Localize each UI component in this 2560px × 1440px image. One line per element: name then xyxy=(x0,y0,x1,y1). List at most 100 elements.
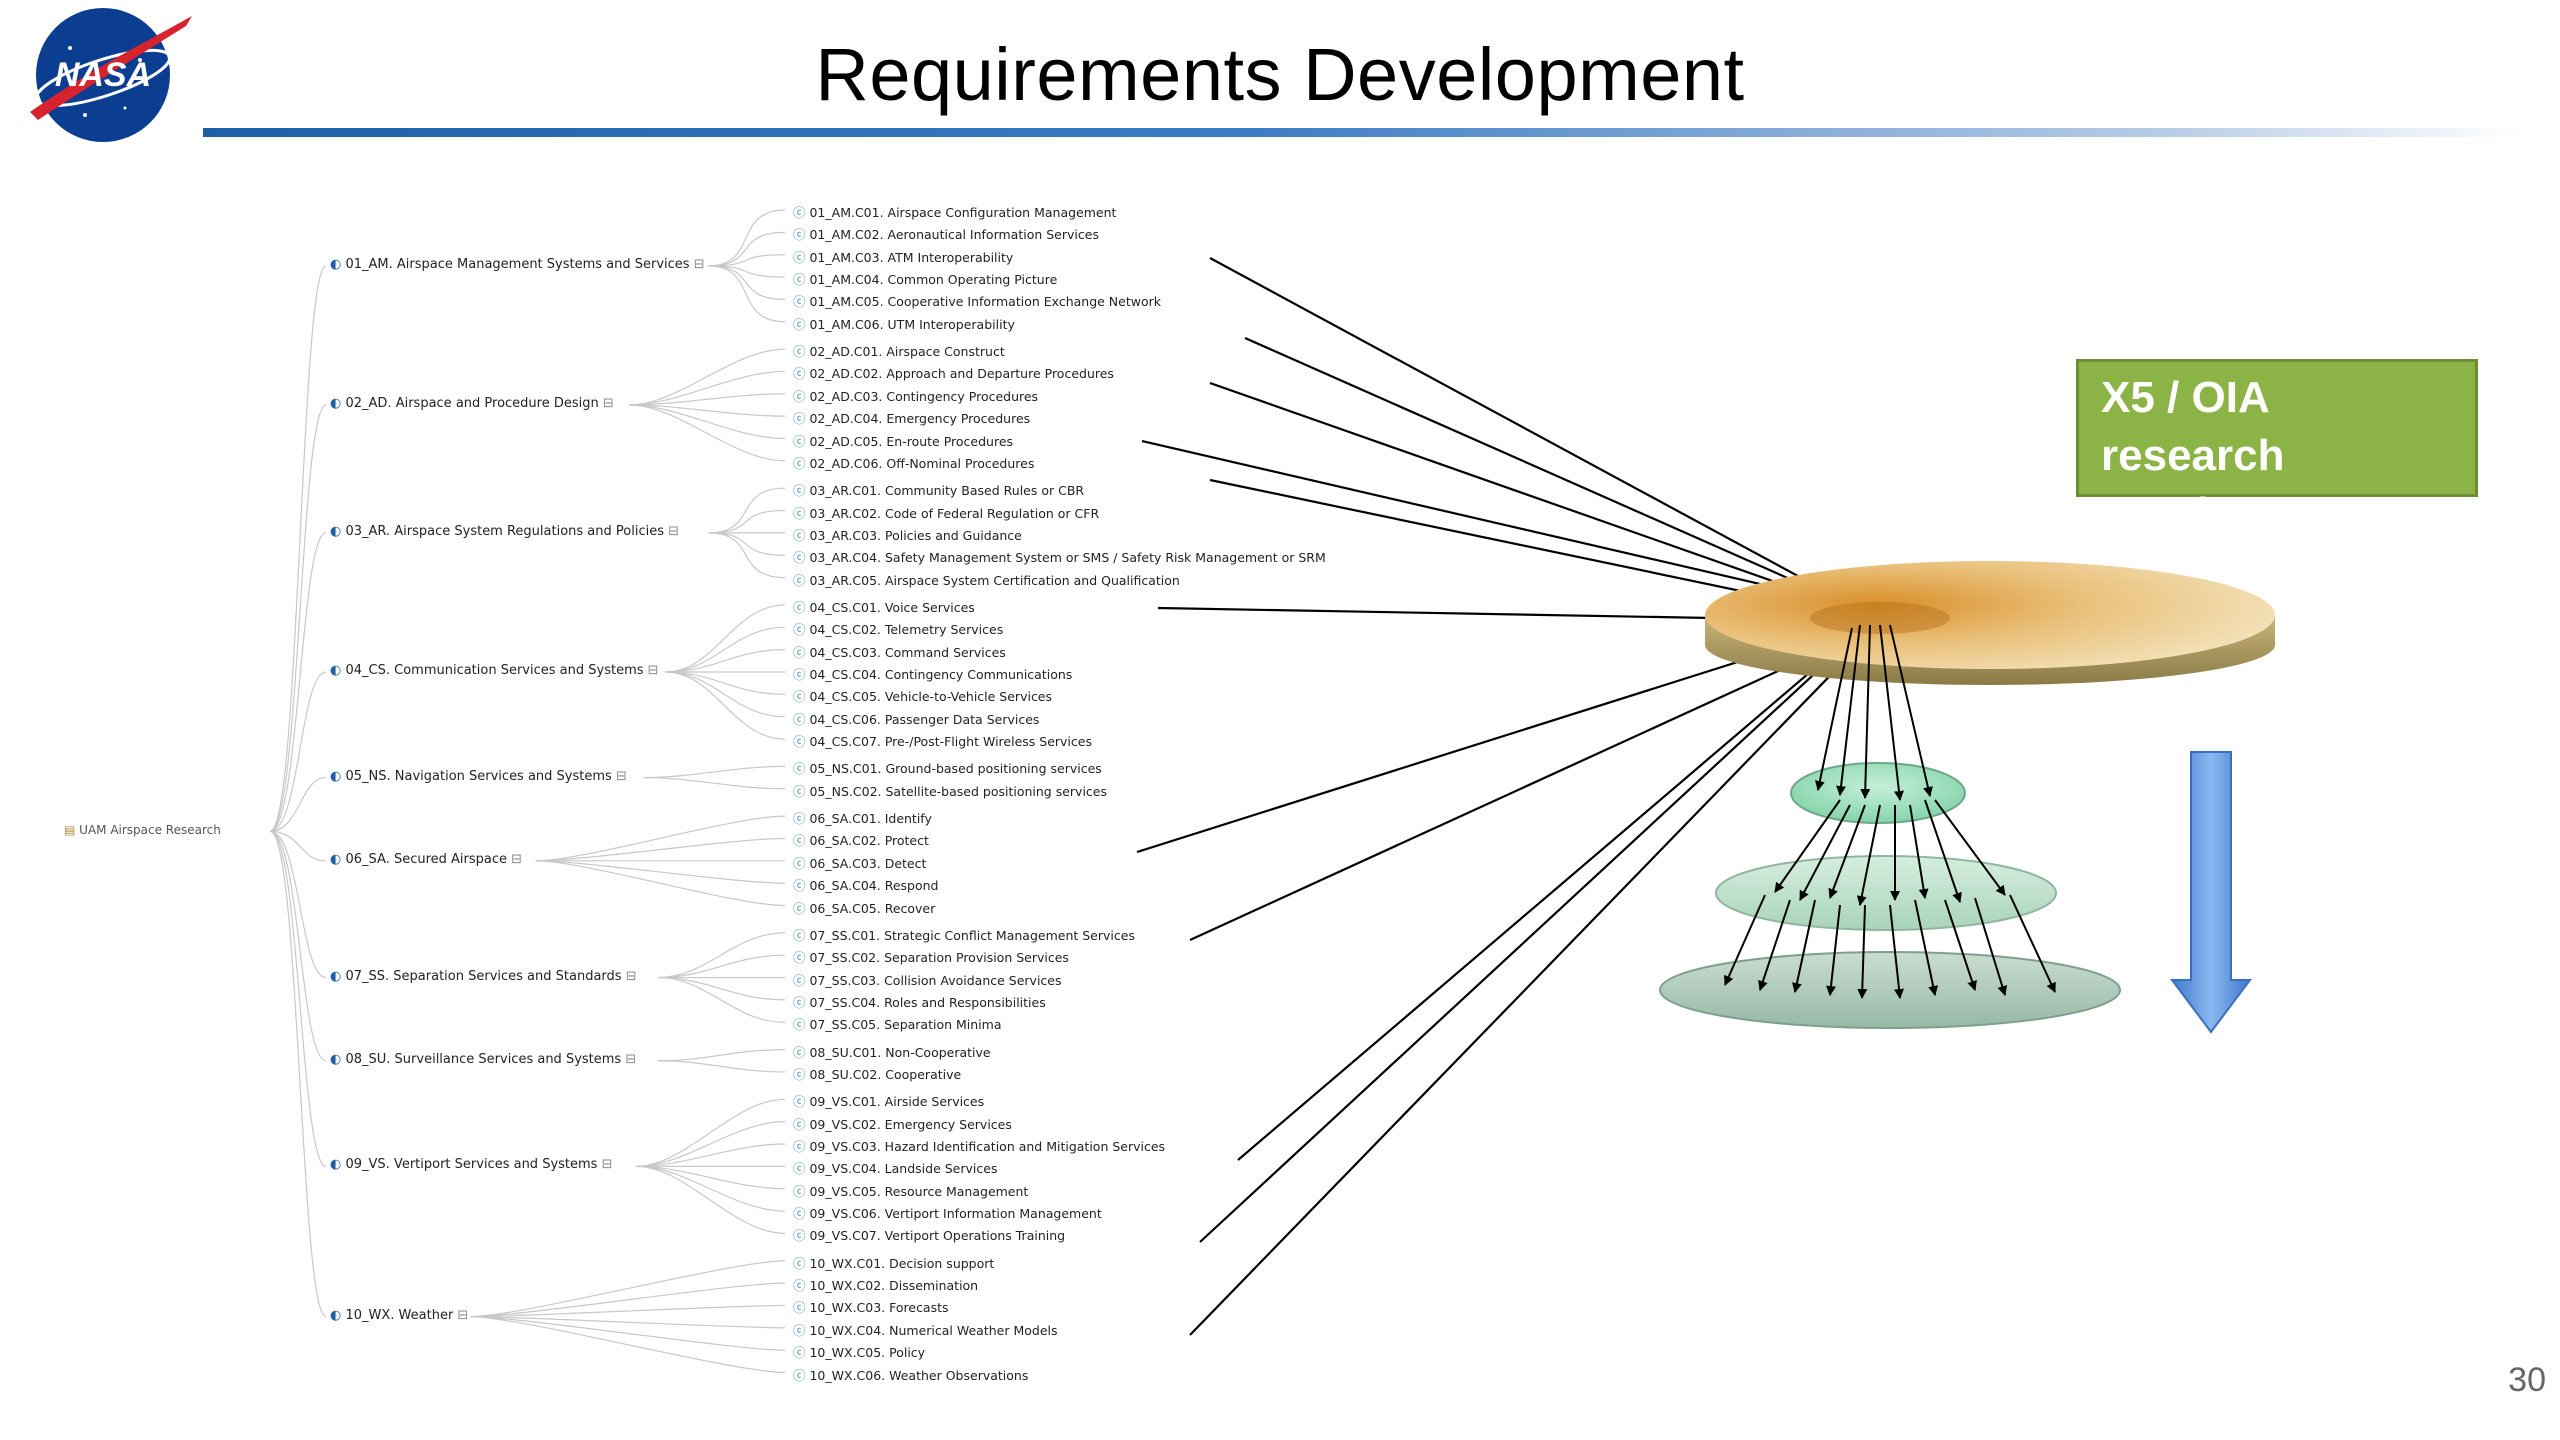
collapse-icon[interactable]: ⊟ xyxy=(643,663,659,678)
category-node[interactable]: ◐ 07_SS. Separation Services and Standar… xyxy=(330,969,637,984)
leaf-node[interactable]: ⓒ 03_AR.C05. Airspace System Certificati… xyxy=(793,570,1180,589)
leaf-node[interactable]: ⓒ 02_AD.C06. Off-Nominal Procedures xyxy=(793,453,1034,472)
leaf-node[interactable]: ⓒ 01_AM.C03. ATM Interoperability xyxy=(793,247,1013,266)
slide-title: Requirements Development xyxy=(815,33,1745,116)
category-node[interactable]: ◐ 09_VS. Vertiport Services and Systems … xyxy=(330,1157,612,1172)
leaf-node[interactable]: ⓒ 09_VS.C01. Airside Services xyxy=(793,1091,984,1110)
collapse-icon[interactable]: ⊟ xyxy=(453,1307,469,1323)
leaf-node[interactable]: ⓒ 10_WX.C02. Dissemination xyxy=(793,1275,978,1294)
leaf-node[interactable]: ⓒ 10_WX.C01. Decision support xyxy=(793,1253,994,1272)
leaf-node[interactable]: ⓒ 09_VS.C07. Vertiport Operations Traini… xyxy=(793,1225,1065,1244)
leaf-node[interactable]: ⓒ 07_SS.C03. Collision Avoidance Service… xyxy=(793,970,1062,989)
leaf-node-icon: ⓒ xyxy=(793,994,810,1010)
category-node[interactable]: ◐ 02_AD. Airspace and Procedure Design ⊟ xyxy=(330,396,614,411)
mindmap-node-icon: ◐ xyxy=(330,395,346,411)
leaf-node[interactable]: ⓒ 03_AR.C03. Policies and Guidance xyxy=(793,525,1022,544)
leaf-node[interactable]: ⓒ 04_CS.C02. Telemetry Services xyxy=(793,619,1003,638)
leaf-node[interactable]: ⓒ 06_SA.C01. Identify xyxy=(793,808,932,827)
leaf-node[interactable]: ⓒ 01_AM.C05. Cooperative Information Exc… xyxy=(793,291,1161,310)
leaf-node[interactable]: ⓒ 10_WX.C03. Forecasts xyxy=(793,1297,949,1316)
collapse-icon[interactable]: ⊟ xyxy=(598,395,614,411)
leaf-node[interactable]: ⓒ 09_VS.C03. Hazard Identification and M… xyxy=(793,1136,1165,1155)
leaf-node-icon: ⓒ xyxy=(793,455,810,471)
leaf-node[interactable]: ⓒ 01_AM.C01. Airspace Configuration Mana… xyxy=(793,202,1116,221)
leaf-node[interactable]: ⓒ 06_SA.C03. Detect xyxy=(793,853,926,872)
leaf-node-label: 10_WX.C03. Forecasts xyxy=(809,1300,949,1316)
category-node[interactable]: ◐ 08_SU. Surveillance Services and Syste… xyxy=(330,1052,636,1067)
category-node[interactable]: ◐ 06_SA. Secured Airspace ⊟ xyxy=(330,852,522,867)
category-node-label: 04_CS. Communication Services and System… xyxy=(345,663,644,678)
leaf-node[interactable]: ⓒ 02_AD.C02. Approach and Departure Proc… xyxy=(793,363,1114,382)
leaf-node[interactable]: ⓒ 04_CS.C04. Contingency Communications xyxy=(793,664,1072,683)
category-node-label: 02_AD. Airspace and Procedure Design xyxy=(345,395,599,411)
leaf-node[interactable]: ⓒ 08_SU.C02. Cooperative xyxy=(793,1064,961,1083)
leaf-node-icon: ⓒ xyxy=(793,527,810,543)
leaf-node-label: 07_SS.C05. Separation Minima xyxy=(809,1017,1002,1033)
leaf-node[interactable]: ⓒ 07_SS.C04. Roles and Responsibilities xyxy=(793,992,1046,1011)
leaf-node[interactable]: ⓒ 06_SA.C05. Recover xyxy=(793,898,935,917)
leaf-node[interactable]: ⓒ 05_NS.C02. Satellite-based positioning… xyxy=(793,781,1107,800)
leaf-node[interactable]: ⓒ 02_AD.C04. Emergency Procedures xyxy=(793,408,1030,427)
collapse-icon[interactable]: ⊟ xyxy=(621,1051,637,1067)
leaf-node-icon: ⓒ xyxy=(793,1228,810,1244)
leaf-node[interactable]: ⓒ 03_AR.C04. Safety Management System or… xyxy=(793,547,1326,566)
collapse-icon[interactable]: ⊟ xyxy=(507,851,523,867)
leaf-node[interactable]: ⓒ 02_AD.C05. En-route Procedures xyxy=(793,431,1013,450)
leaf-node[interactable]: ⓒ 01_AM.C06. UTM Interoperability xyxy=(793,314,1015,333)
leaf-node[interactable]: ⓒ 02_AD.C03. Contingency Procedures xyxy=(793,386,1038,405)
leaf-node[interactable]: ⓒ 03_AR.C01. Community Based Rules or CB… xyxy=(793,480,1084,499)
category-node[interactable]: ◐ 04_CS. Communication Services and Syst… xyxy=(330,663,659,678)
leaf-node[interactable]: ⓒ 04_CS.C05. Vehicle-to-Vehicle Services xyxy=(793,686,1052,705)
leaf-node-label: 02_AD.C03. Contingency Procedures xyxy=(809,388,1039,404)
leaf-node-label: 06_SA.C04. Respond xyxy=(809,878,939,894)
category-node[interactable]: ◐ 01_AM. Airspace Management Systems and… xyxy=(330,257,705,272)
leaf-node[interactable]: ⓒ 09_VS.C04. Landside Services xyxy=(793,1158,997,1177)
collapse-icon[interactable]: ⊟ xyxy=(663,523,680,539)
category-node[interactable]: ◐ 05_NS. Navigation Services and Systems… xyxy=(330,769,627,784)
leaf-node[interactable]: ⓒ 10_WX.C05. Policy xyxy=(793,1342,925,1361)
category-node[interactable]: ◐ 03_AR. Airspace System Regulations and… xyxy=(330,524,679,539)
mindmap-node-icon: ◐ xyxy=(330,1307,346,1323)
collapse-icon[interactable]: ⊟ xyxy=(597,1157,613,1173)
leaf-node-icon: ⓒ xyxy=(793,855,810,871)
leaf-node[interactable]: ⓒ 05_NS.C01. Ground-based positioning se… xyxy=(793,758,1102,777)
leaf-node[interactable]: ⓒ 08_SU.C01. Non-Cooperative xyxy=(793,1042,991,1061)
category-node[interactable]: ◐ 10_WX. Weather ⊟ xyxy=(330,1308,468,1323)
leaf-node-icon: ⓒ xyxy=(793,366,810,382)
leaf-node[interactable]: ⓒ 07_SS.C05. Separation Minima xyxy=(793,1014,1002,1033)
leaf-node[interactable]: ⓒ 06_SA.C02. Protect xyxy=(793,830,929,849)
tree-connectors xyxy=(269,209,786,1374)
down-arrow xyxy=(2170,751,2252,1034)
leaf-node[interactable]: ⓒ 01_AM.C04. Common Operating Picture xyxy=(793,269,1057,288)
leaf-node[interactable]: ⓒ 01_AM.C02. Aeronautical Information Se… xyxy=(793,224,1099,243)
leaf-node-label: 04_CS.C07. Pre-/Post-Flight Wireless Ser… xyxy=(809,734,1092,750)
leaf-node-icon: ⓒ xyxy=(793,599,810,615)
leaf-node[interactable]: ⓒ 02_AD.C01. Airspace Construct xyxy=(793,341,1005,360)
collapse-icon[interactable]: ⊟ xyxy=(611,768,627,784)
mindmap-node-icon: ◐ xyxy=(330,968,346,984)
leaf-node[interactable]: ⓒ 10_WX.C04. Numerical Weather Models xyxy=(793,1320,1058,1339)
leaf-node[interactable]: ⓒ 09_VS.C05. Resource Management xyxy=(793,1181,1028,1200)
leaf-node-label: 08_SU.C02. Cooperative xyxy=(809,1066,962,1082)
leaf-node-icon: ⓒ xyxy=(793,227,810,243)
leaf-node[interactable]: ⓒ 04_CS.C03. Command Services xyxy=(793,642,1006,661)
leaf-node[interactable]: ⓒ 09_VS.C06. Vertiport Information Manag… xyxy=(793,1203,1102,1222)
leaf-node[interactable]: ⓒ 04_CS.C01. Voice Services xyxy=(793,597,975,616)
root-node[interactable]: ▤ UAM Airspace Research xyxy=(64,823,221,837)
root-node-label: UAM Airspace Research xyxy=(79,823,221,838)
leaf-node[interactable]: ⓒ 10_WX.C06. Weather Observations xyxy=(793,1365,1028,1384)
collapse-icon[interactable]: ⊟ xyxy=(621,968,637,984)
leaf-node[interactable]: ⓒ 09_VS.C02. Emergency Services xyxy=(793,1114,1012,1133)
leaf-node-icon: ⓒ xyxy=(793,622,810,638)
collapse-icon[interactable]: ⊟ xyxy=(689,256,705,272)
leaf-node[interactable]: ⓒ 04_CS.C07. Pre-/Post-Flight Wireless S… xyxy=(793,731,1092,750)
leaf-node[interactable]: ⓒ 06_SA.C04. Respond xyxy=(793,875,938,894)
root-node-icon: ▤ xyxy=(64,823,80,838)
leaf-node[interactable]: ⓒ 07_SS.C02. Separation Provision Servic… xyxy=(793,947,1069,966)
leaf-node-icon: ⓒ xyxy=(793,1161,810,1177)
leaf-node[interactable]: ⓒ 04_CS.C06. Passenger Data Services xyxy=(793,709,1039,728)
nasa-logo: NASA xyxy=(30,8,192,142)
leaf-node[interactable]: ⓒ 03_AR.C02. Code of Federal Regulation … xyxy=(793,503,1099,522)
mindmap-node-icon: ◐ xyxy=(330,256,346,272)
leaf-node[interactable]: ⓒ 07_SS.C01. Strategic Conflict Manageme… xyxy=(793,925,1135,944)
